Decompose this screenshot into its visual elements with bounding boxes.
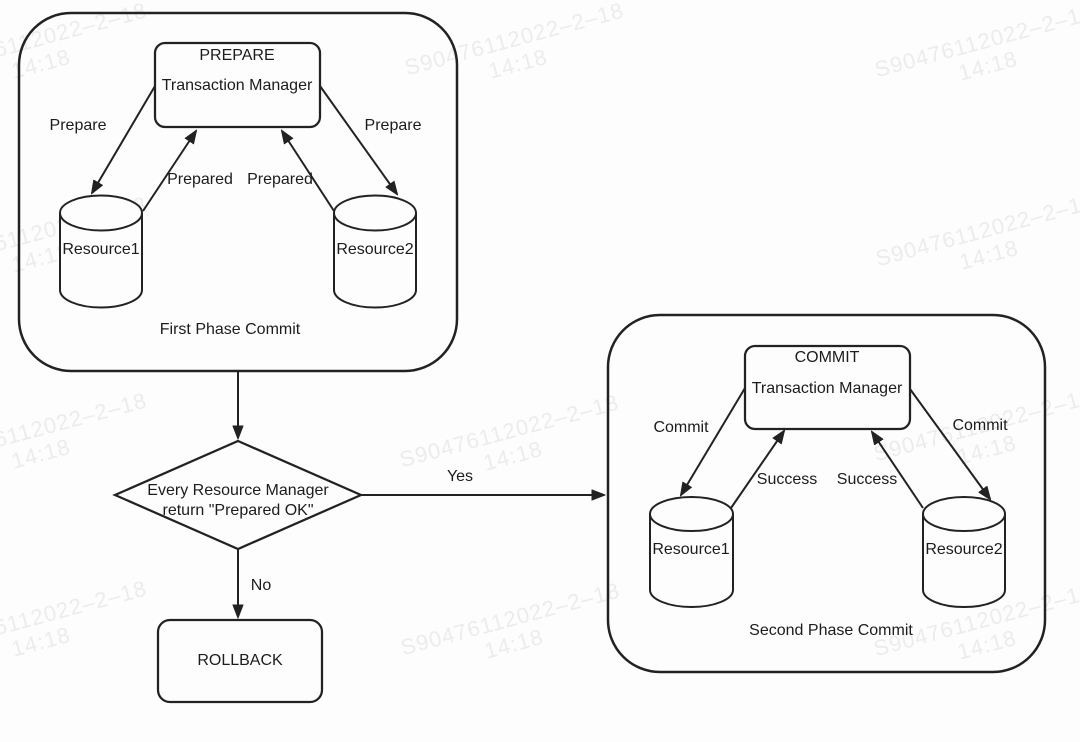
phase1-prepared-arrow-right: [282, 131, 335, 212]
prepare-label-left: Prepare: [49, 117, 107, 134]
phase2-container-shape: [606, 313, 1047, 674]
prepare-box-title: PREPARE: [199, 47, 275, 64]
commit-box-title: COMMIT: [794, 349, 860, 366]
phase2-commit-arrow-left: [681, 387, 746, 495]
commit-label-left: Commit: [653, 419, 709, 436]
prepared-label-right: Prepared: [247, 171, 313, 188]
prepare-box-subtitle: Transaction Manager: [161, 77, 313, 94]
rollback-box-shape: [156, 618, 324, 704]
prepared-label-left: Prepared: [167, 171, 233, 188]
phase1-caption: First Phase Commit: [159, 321, 301, 338]
phase2-success-arrow-left: [730, 431, 784, 509]
decision-question: Every Resource Manager return "Prepared …: [147, 481, 328, 521]
phase1-resource1-cylinder: [59, 194, 143, 309]
phase1-prepare-arrow-left: [92, 85, 156, 193]
yes-label: Yes: [446, 468, 474, 485]
no-label: No: [250, 577, 272, 594]
phase2-resource1-cylinder: [649, 496, 734, 608]
success-label-left: Success: [756, 471, 818, 488]
commit-box-shape: [743, 344, 912, 431]
phase1-resource2-cylinder: [333, 194, 417, 309]
commit-box-subtitle: Transaction Manager: [751, 380, 903, 397]
prepare-box-shape: [153, 41, 322, 129]
phase1-resource1-label: Resource1: [62, 241, 140, 258]
phase2-success-arrow-right: [872, 432, 924, 509]
phase2-resource2-cylinder: [922, 496, 1006, 608]
phase1-resource2-label: Resource2: [336, 241, 414, 258]
phase2-resource2-label: Resource2: [925, 541, 1003, 558]
phase1-prepared-arrow-left: [142, 131, 196, 212]
phase2-resource1-label: Resource1: [652, 541, 730, 558]
success-label-right: Success: [836, 471, 898, 488]
phase2-commit-arrow-right: [909, 388, 990, 499]
phase2-caption: Second Phase Commit: [749, 622, 913, 639]
prepare-label-right: Prepare: [364, 117, 422, 134]
phase1-prepare-arrow-right: [319, 85, 397, 194]
decision-question-line2: return "Prepared OK": [162, 502, 314, 519]
commit-label-right: Commit: [952, 417, 1008, 434]
decision-question-line1: Every Resource Manager: [147, 482, 329, 499]
rollback-label: ROLLBACK: [197, 652, 283, 669]
